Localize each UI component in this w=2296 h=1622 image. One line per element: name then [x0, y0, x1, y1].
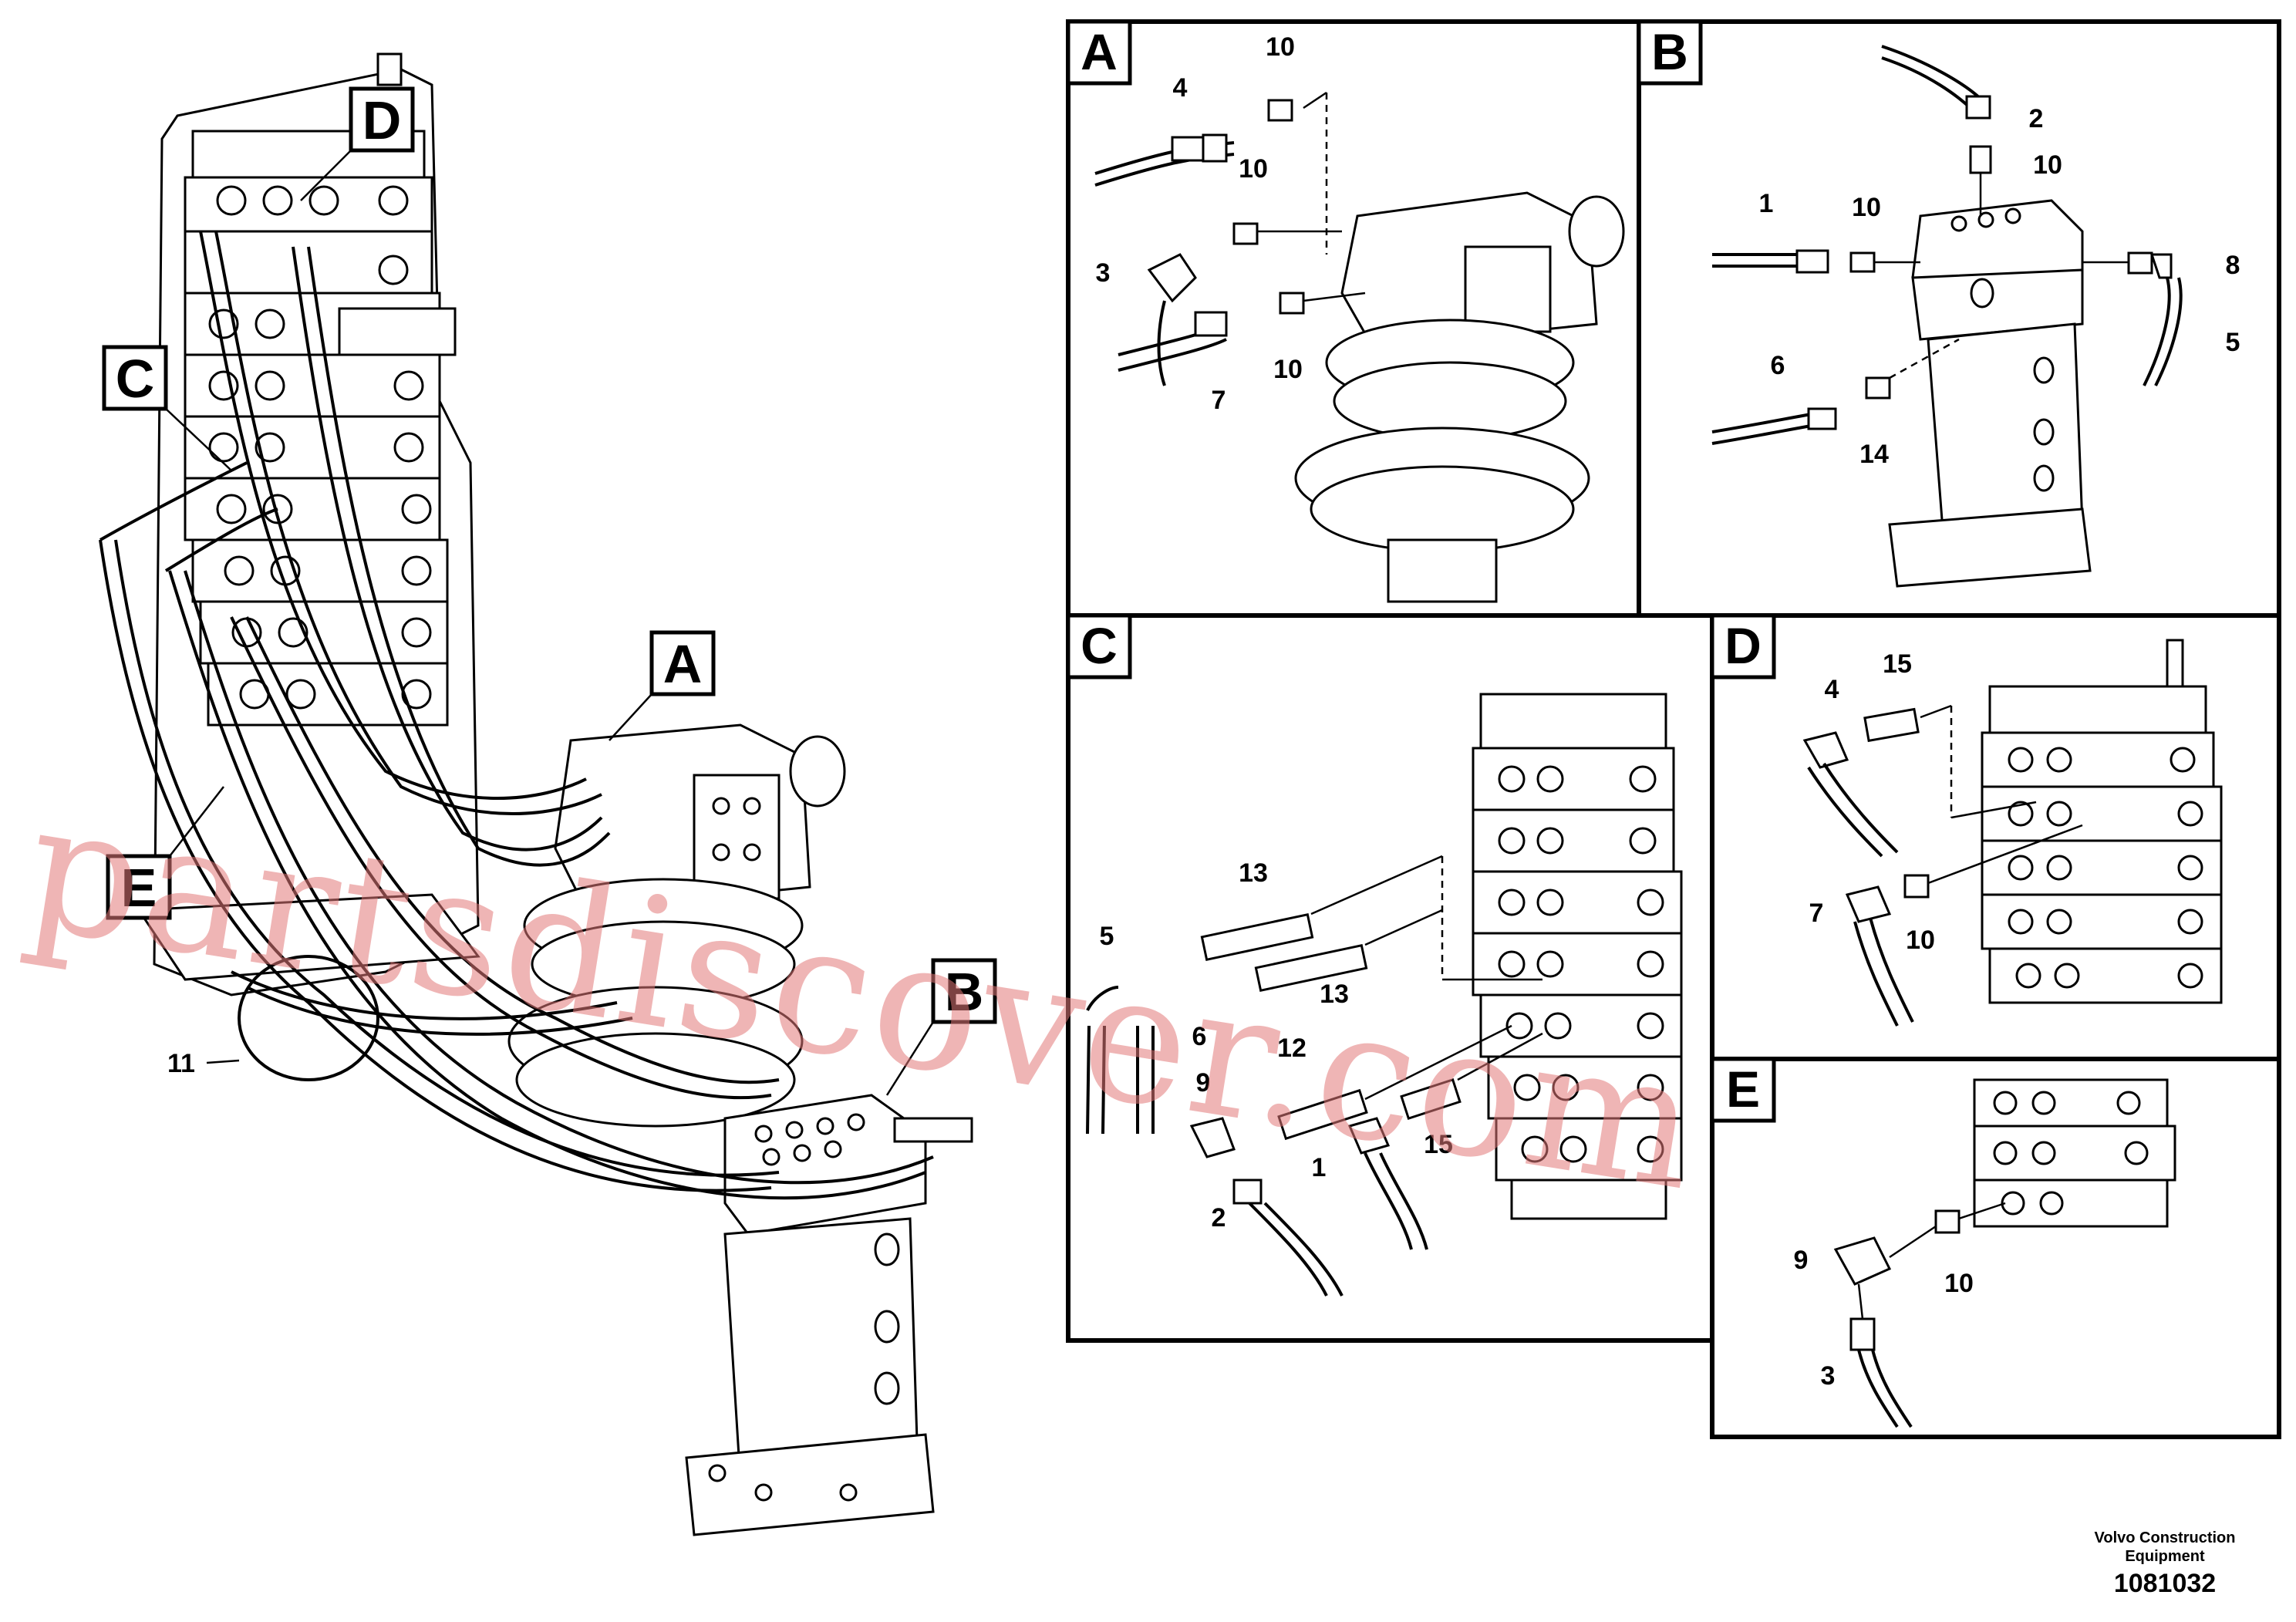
callout-letter: B — [945, 962, 984, 1022]
part-label: 14 — [1859, 440, 1889, 469]
part-label: 15 — [1883, 649, 1912, 679]
panel-title: E — [1726, 1061, 1760, 1118]
main-assembly-view: A B C D E 11 — [99, 52, 997, 1536]
part-label: 4 — [1173, 73, 1188, 103]
detail-panel-A: A 10 4 10 3 10 7 — [1066, 19, 1641, 618]
detail-panel-D: D 4 15 7 10 — [1710, 613, 2281, 1061]
part-label: 1 — [1312, 1153, 1327, 1182]
detail-panel-C: C — [1066, 613, 1714, 1343]
part-label: 7 — [1809, 899, 1824, 928]
callout-letter: E — [121, 858, 157, 918]
part-label: 12 — [1277, 1034, 1306, 1063]
footer: Volvo Construction Equipment 1081032 — [2057, 1529, 2273, 1599]
main-label-11: 11 — [167, 1049, 240, 1078]
panel-title: B — [1651, 23, 1688, 80]
main-callout-A: A — [609, 630, 716, 741]
part-label: 10 — [1239, 154, 1268, 184]
main-callout-E: E — [106, 786, 224, 920]
brand: Volvo Construction Equipment — [2057, 1529, 2273, 1566]
part-label: 9 — [1196, 1068, 1211, 1098]
part-label: 4 — [1825, 675, 1839, 704]
part-label: 1 — [1759, 189, 1774, 218]
part-label: 10 — [1906, 926, 1935, 955]
callout-letter: D — [362, 90, 402, 150]
main-callout-B: B — [885, 958, 997, 1096]
panel-title: C — [1081, 617, 1118, 674]
part-label: 10 — [1273, 355, 1303, 384]
part-label: 10 — [1852, 193, 1881, 222]
part-label: 11 — [167, 1049, 195, 1078]
part-label: 2 — [2029, 104, 2044, 133]
part-label: 9 — [1794, 1246, 1809, 1275]
brand-line: Equipment — [2125, 1548, 2205, 1565]
part-label: 5 — [1100, 922, 1114, 951]
main-callout-D: D — [300, 86, 415, 201]
part-label: 6 — [1771, 351, 1785, 380]
part-label: 10 — [1944, 1269, 1974, 1298]
part-label: 8 — [2226, 251, 2240, 280]
main-swivel-joint — [685, 1094, 973, 1536]
detail-panel-E: E 9 10 3 — [1710, 1057, 2281, 1439]
part-label: 7 — [1212, 386, 1226, 415]
panel-title: D — [1725, 617, 1762, 674]
doc-number: 1081032 — [2113, 1569, 2217, 1598]
detail-panel-B: B 2 10 1 10 8 5 6 — [1637, 19, 2281, 618]
part-label: 10 — [1266, 32, 1295, 62]
part-label: 5 — [2226, 328, 2240, 357]
main-hoses — [99, 231, 934, 1200]
brand-line: Volvo Construction — [2094, 1529, 2236, 1546]
part-label: 10 — [2033, 150, 2062, 180]
part-label: 3 — [1821, 1361, 1836, 1391]
callout-letter: A — [663, 634, 703, 694]
part-label: 6 — [1192, 1022, 1207, 1051]
callout-letter: C — [116, 349, 155, 409]
main-callout-C: C — [102, 345, 232, 471]
part-label: 3 — [1096, 258, 1111, 288]
panel-title: A — [1081, 23, 1118, 80]
main-swing-motor — [507, 723, 846, 1128]
part-label: 15 — [1424, 1130, 1453, 1159]
part-label: 13 — [1320, 980, 1349, 1009]
part-label: 2 — [1212, 1203, 1226, 1233]
part-label: 13 — [1239, 858, 1268, 888]
